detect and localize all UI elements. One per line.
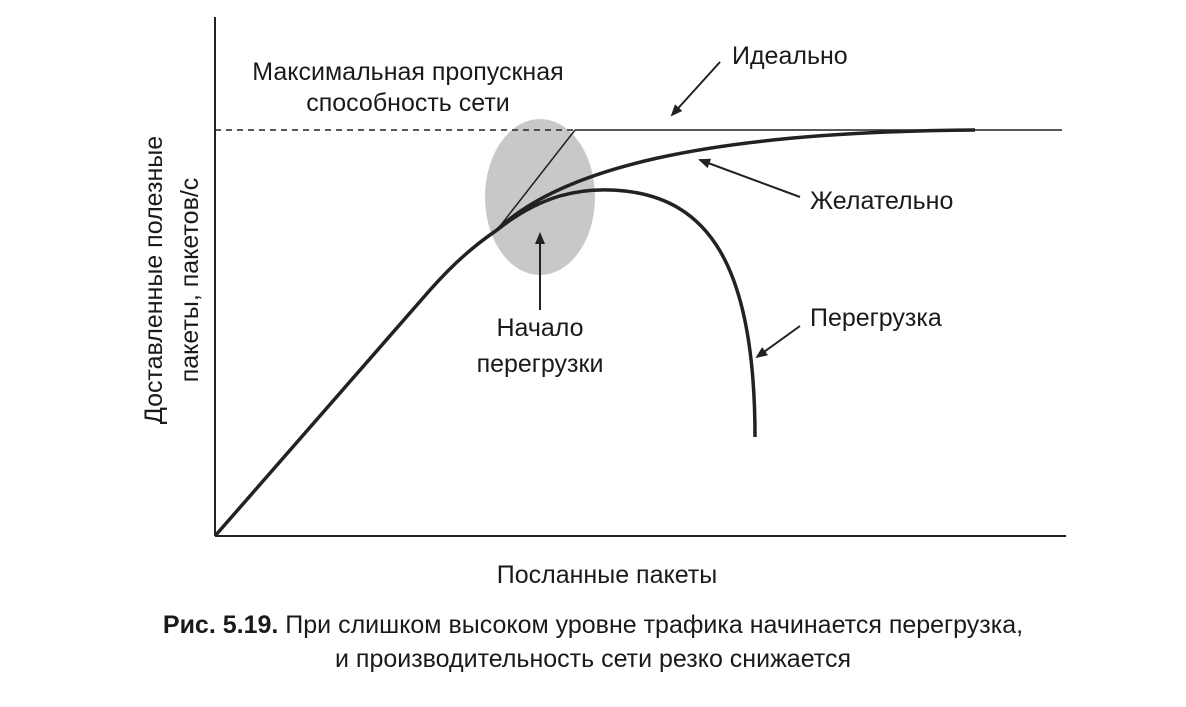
congestion-start-highlight	[485, 119, 595, 275]
max-capacity-label-line1: Максимальная пропускная	[252, 58, 563, 86]
overload-label: Перегрузка	[810, 304, 942, 332]
x-axis-label: Посланные пакеты	[497, 561, 717, 589]
ideal-diagonal-line	[496, 129, 576, 231]
congestion-start-label-line1: Начало	[496, 314, 583, 342]
ideal-label: Идеально	[732, 42, 848, 70]
ideal-arrow	[670, 61, 721, 117]
caption-line-2: и производительность сети резко снижаетс…	[0, 642, 1186, 676]
caption-line-1: Рис. 5.19. При слишком высоком уровне тр…	[0, 608, 1186, 642]
congestion-start-label-line2: перегрузки	[477, 350, 604, 378]
y-axis-label-line2: пакеты, пакетов/с	[176, 178, 204, 383]
caption-text-line2: и производительность сети резко снижаетс…	[335, 645, 851, 673]
desirable-curve	[495, 128, 976, 232]
y-axis-label-line1: Доставленные полезные	[140, 136, 168, 424]
desirable-label: Желательно	[810, 187, 953, 215]
overload-arrow	[755, 325, 801, 359]
desirable-arrow	[698, 158, 801, 198]
overload-curve	[495, 188, 757, 438]
caption-number: Рис. 5.19.	[162, 611, 279, 639]
linear-growth-curve	[213, 228, 498, 538]
max-capacity-label-line2: способность сети	[306, 89, 510, 117]
figure-caption: Рис. 5.19. При слишком высоком уровне тр…	[0, 608, 1186, 676]
caption-text-line1: При слишком высоком уровне трафика начин…	[285, 611, 1024, 639]
